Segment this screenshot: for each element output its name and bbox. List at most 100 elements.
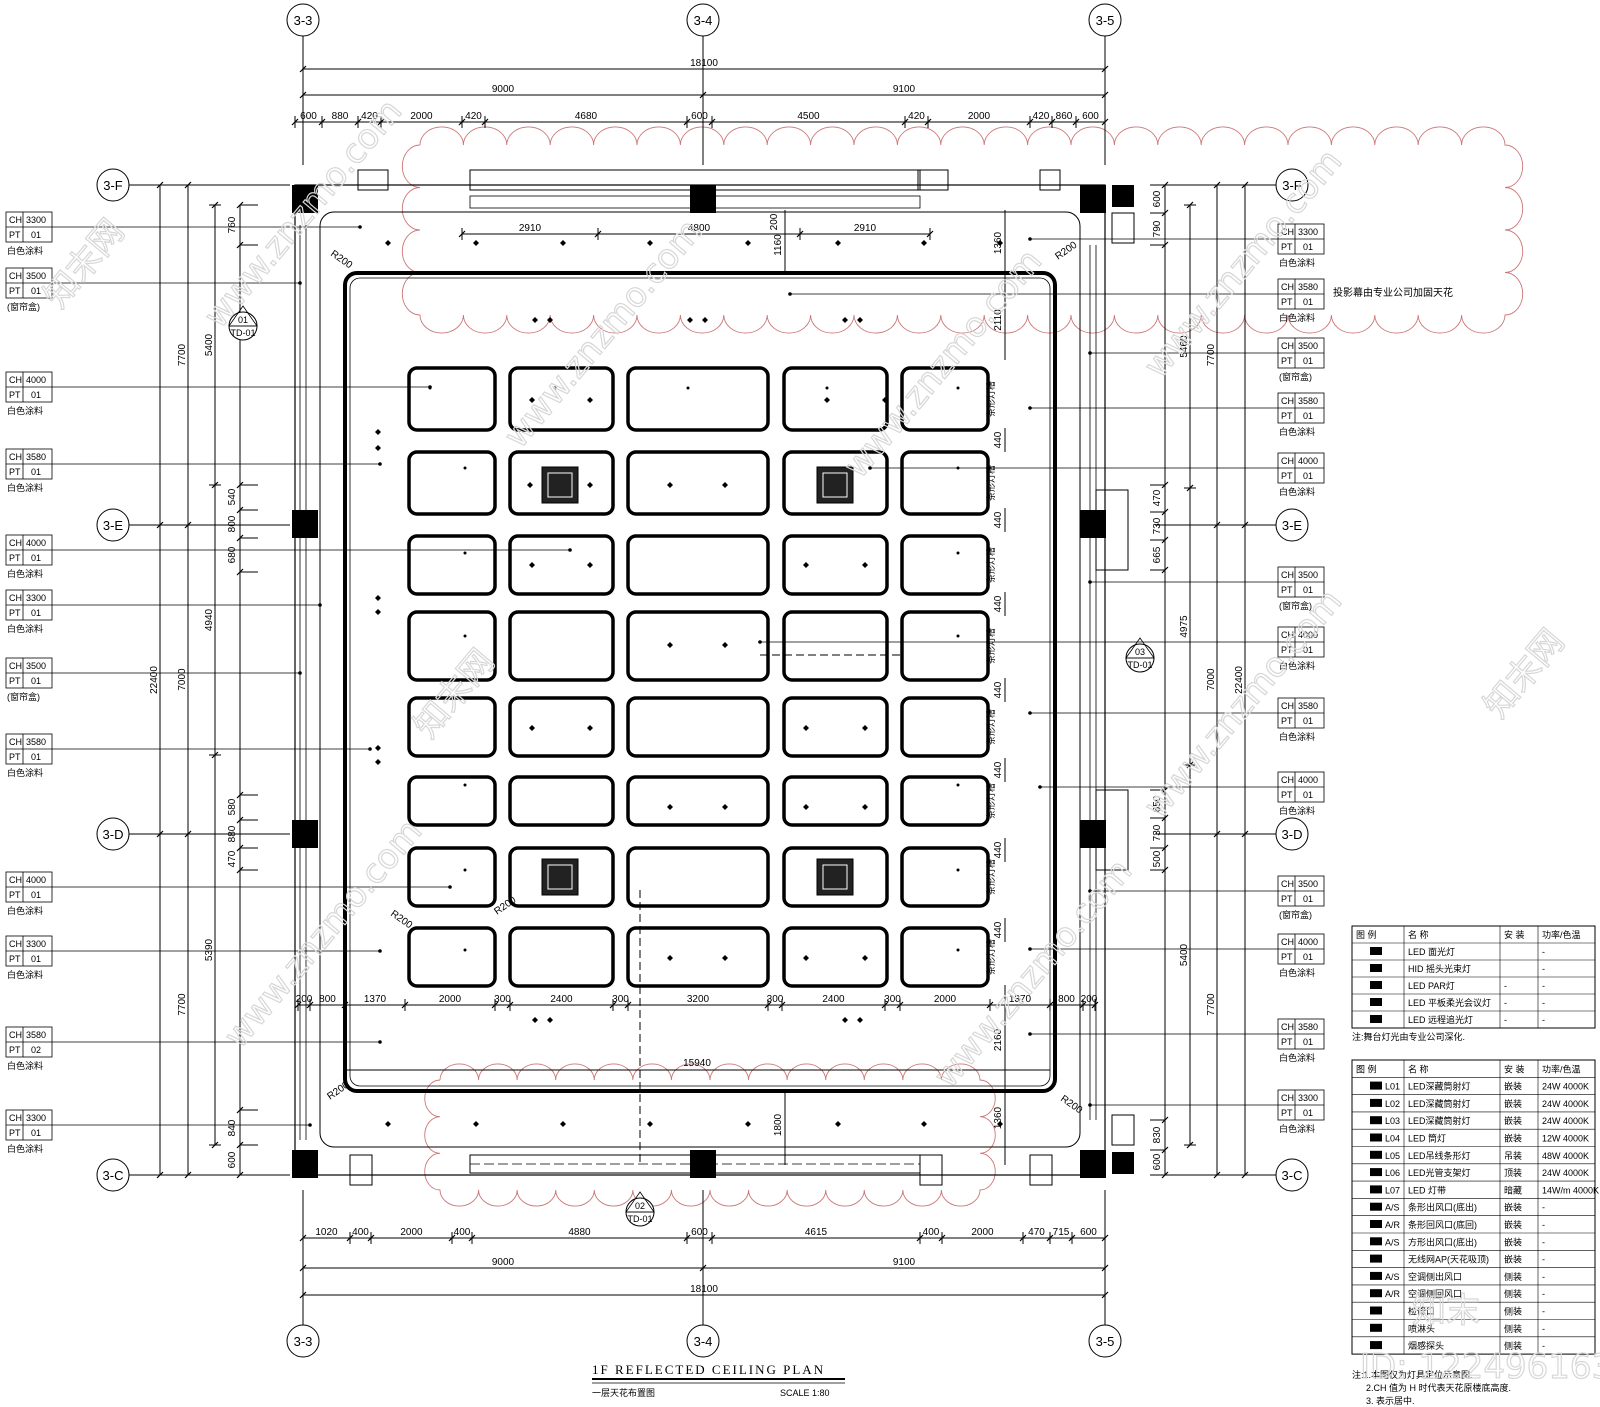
fixture-point <box>956 386 960 390</box>
leader-dot <box>308 1123 312 1127</box>
downlight-icon <box>587 562 593 568</box>
wall-bay <box>1111 1114 1135 1146</box>
downlight-icon <box>532 1017 538 1023</box>
ceiling-tag-ch-label: CH <box>1281 227 1294 237</box>
wall-opening <box>357 169 389 191</box>
watermark-brand: 知末网 <box>406 642 502 746</box>
ceiling-panel <box>508 775 615 827</box>
grid-label: 3-D <box>103 827 124 842</box>
ceiling-panel <box>900 775 990 827</box>
downlight-icon <box>587 725 593 731</box>
downlight-icon <box>532 317 538 323</box>
downlight-icon <box>560 240 566 246</box>
dim-top-inner: 4800 <box>688 223 711 234</box>
dim-bottom-detail: 600 <box>1080 1227 1097 1238</box>
ceiling-tag-ch-label: CH <box>9 875 22 885</box>
light-legend-power: 24W 4000K <box>1542 1082 1589 1092</box>
ceiling-tag-pt-label: PT <box>9 676 21 686</box>
leader-dot <box>1028 711 1032 715</box>
dim-inner-bottom: 3200 <box>687 994 710 1005</box>
dim-center: 440 <box>993 921 1004 938</box>
ceiling-tag-pt: 01 <box>1303 1108 1313 1118</box>
ceiling-tag-pt: 01 <box>31 553 41 563</box>
ceiling-panel <box>900 696 990 758</box>
dim-center: 440 <box>993 681 1004 698</box>
ceiling-panel <box>626 450 770 516</box>
ceiling-tag-pt: 01 <box>1303 716 1313 726</box>
light-legend-install: 侧装 <box>1504 1323 1522 1334</box>
dim-inner-bottom: 800 <box>1058 994 1075 1005</box>
dim-inner-bottom: 200 <box>296 994 313 1005</box>
downlight-icon <box>547 1017 553 1023</box>
leader-dot <box>378 462 382 466</box>
light-legend-note: 2.CH 值为 H 时代表天花原楼底高度. <box>1366 1382 1511 1393</box>
ceiling-tag-note: 白色涂料 <box>1279 426 1315 437</box>
watermark-text: www.znzmo.com <box>496 212 710 456</box>
ceiling-panel <box>626 926 770 988</box>
light-legend-symbol-icon <box>1370 1185 1382 1194</box>
light-legend-power: - <box>1542 1203 1545 1213</box>
speaker-icon <box>541 858 579 896</box>
section-marker-arrow <box>228 305 258 327</box>
light-legend-code: A/S <box>1385 1203 1400 1213</box>
dim-center: 440 <box>993 761 1004 778</box>
ceiling-panel <box>900 450 990 516</box>
light-legend-power: - <box>1542 1324 1545 1334</box>
downlight-icon <box>529 562 535 568</box>
light-legend-power: - <box>1542 1272 1545 1282</box>
dim-top-inner: 2910 <box>519 223 542 234</box>
wall-opening <box>1029 1154 1053 1186</box>
ceiling-panel <box>782 696 889 758</box>
dim-right-total: 22400 <box>1234 666 1245 694</box>
dim-inner-bottom: 800 <box>319 994 336 1005</box>
light-legend-symbol-icon <box>1370 1133 1382 1142</box>
light-legend-power: - <box>1542 1289 1545 1299</box>
downlight-icon <box>529 725 535 731</box>
downlight-icon <box>375 609 381 615</box>
ceiling-tag-pt-label: PT <box>9 467 21 477</box>
light-legend-name: 喷淋头 <box>1408 1323 1435 1334</box>
ceiling-panel <box>407 926 497 988</box>
ceiling-tag-pt-label: PT <box>9 954 21 964</box>
speaker-icon-inner <box>822 472 848 498</box>
grid-label: 3-4 <box>694 13 713 28</box>
light-legend-code: L02 <box>1385 1099 1400 1109</box>
grid-label: 3-3 <box>294 1334 313 1349</box>
ceiling-tag-note: 白色涂料 <box>7 245 43 256</box>
downlight-icon <box>687 317 693 323</box>
leader-dot <box>1028 1032 1032 1036</box>
leader-dot <box>568 548 572 552</box>
speaker-icon-inner <box>547 472 573 498</box>
light-legend-install: 嵌装 <box>1504 1236 1522 1247</box>
fixture-point <box>956 634 960 638</box>
legend-tables: 图 例名 称安 装功率/色温LED 面光灯-HID 摇头光束灯-LED PAR灯… <box>1351 925 1599 1406</box>
dim-left-total: 22400 <box>149 666 160 694</box>
ceiling-tag-ch-label: CH <box>9 375 22 385</box>
ceiling-tag-note: 白色涂料 <box>1279 1052 1315 1063</box>
light-legend-header: 安 装 <box>1504 1063 1525 1074</box>
downlight-icon <box>745 240 751 246</box>
ceiling-tag-pt-label: PT <box>1281 411 1293 421</box>
light-legend-symbol-icon <box>1370 1150 1382 1159</box>
dim-bottom-detail: 4615 <box>805 1227 828 1238</box>
leader-dot <box>868 466 872 470</box>
stage-legend-name: LED 平板柔光会议灯 <box>1408 997 1491 1008</box>
ceiling-tag-pt-label: PT <box>9 1128 21 1138</box>
structural-column <box>1080 185 1106 213</box>
stage-legend-symbol-icon <box>1370 1015 1382 1023</box>
ceiling-tag-ch-label: CH <box>9 1113 22 1123</box>
grid-label: 3-F <box>103 178 123 193</box>
ceiling-tag-pt: 01 <box>31 230 41 240</box>
light-legend-header: 名 称 <box>1408 1063 1429 1074</box>
stage-legend-symbol-icon <box>1370 964 1382 972</box>
ceiling-tag-ch: 3500 <box>26 661 46 671</box>
dim-bottom-detail: 715 <box>1053 1227 1070 1238</box>
ceiling-panel <box>782 775 889 827</box>
light-legend-symbol-icon <box>1370 1306 1382 1315</box>
fixture-point <box>463 783 467 787</box>
downlight-icon <box>842 317 848 323</box>
ceiling-tag-pt: 01 <box>31 752 41 762</box>
ceiling-panel <box>508 610 615 682</box>
section-marker-arrow <box>625 1191 655 1213</box>
ceiling-panel <box>900 610 990 682</box>
